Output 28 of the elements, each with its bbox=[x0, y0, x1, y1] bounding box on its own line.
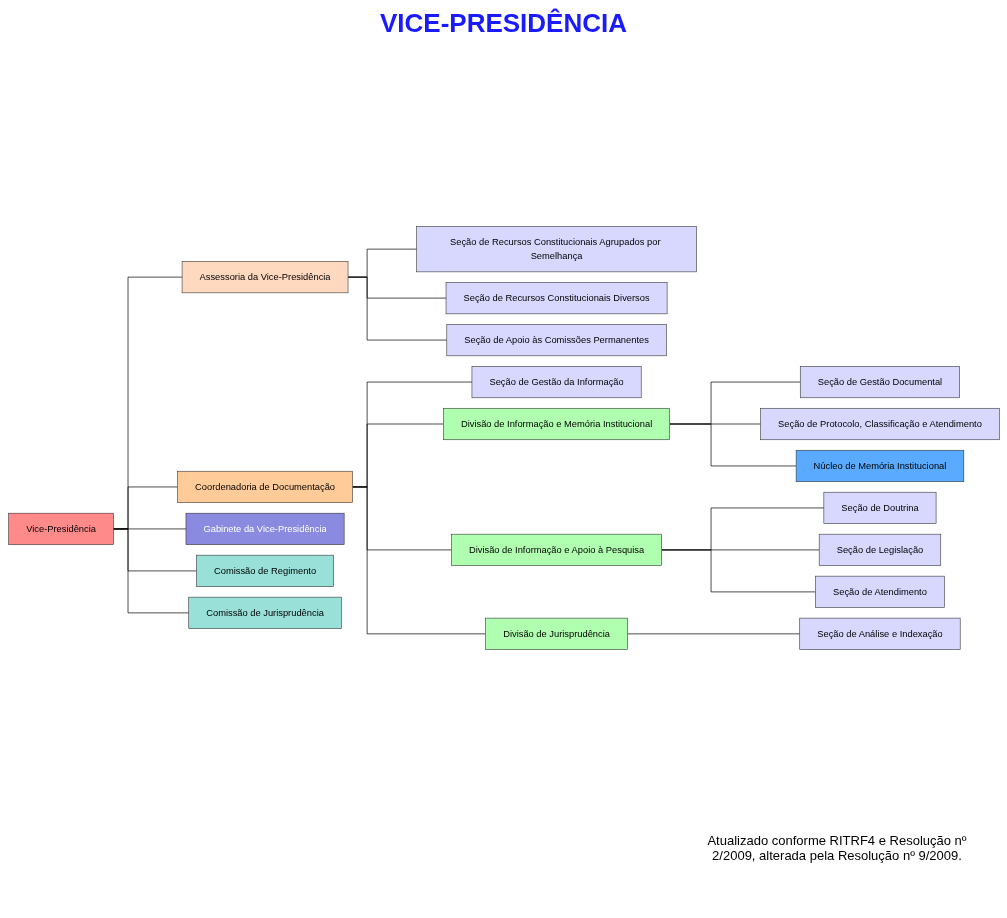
node-box: Divisão de Informação e Memória Institucional bbox=[442, 407, 670, 441]
node-box: Seção de Gestão da Informação bbox=[471, 366, 641, 399]
connector bbox=[112, 486, 178, 530]
node-box: Vice-Presidência bbox=[7, 512, 114, 545]
node-box: Seção de Gestão Documental bbox=[799, 366, 960, 399]
node-box: Comissão de Jurisprudência bbox=[187, 596, 342, 629]
node-box: Seção de Análise e Indexação bbox=[798, 617, 960, 650]
connector bbox=[668, 423, 796, 467]
node-box: Seção de Recursos Constitucionais Diversos bbox=[445, 282, 667, 315]
node-box: Seção de Doutrina bbox=[823, 491, 936, 524]
node-box: Comissão de Regimento bbox=[195, 554, 334, 587]
connector bbox=[347, 276, 447, 341]
connector bbox=[112, 276, 182, 530]
node-box: Seção de Apoio às Comissões Permanentes bbox=[446, 324, 667, 357]
node-box: Divisão de Informação e Apoio à Pesquisa bbox=[450, 533, 662, 566]
node-box: Seção de Legislação bbox=[818, 533, 941, 566]
node-box: Núcleo de Memória Institucional bbox=[795, 449, 964, 482]
node-box: Seção de Recursos Constitucionais Agrupados por Semelhança bbox=[415, 226, 697, 273]
node-box: Divisão de Jurisprudência bbox=[484, 617, 628, 650]
node-box: Seção de Atendimento bbox=[814, 575, 945, 608]
node-box: Seção de Protocolo, Classificação e Atendimento bbox=[759, 407, 1000, 441]
node-box: Coordenadoria de Documentação bbox=[176, 470, 353, 503]
title: VICE-PRESIDÊNCIA bbox=[378, 8, 628, 39]
connector bbox=[660, 549, 816, 593]
node-box: Assessoria da Vice-Presidência bbox=[181, 261, 348, 294]
connector bbox=[351, 486, 486, 635]
node-box: Gabinete da Vice-Presidência bbox=[185, 512, 344, 545]
note: Atualizado conforme RITRF4 e Resolução nº 2/2009, alterada pela Resolução nº 9/2009. bbox=[706, 833, 968, 863]
